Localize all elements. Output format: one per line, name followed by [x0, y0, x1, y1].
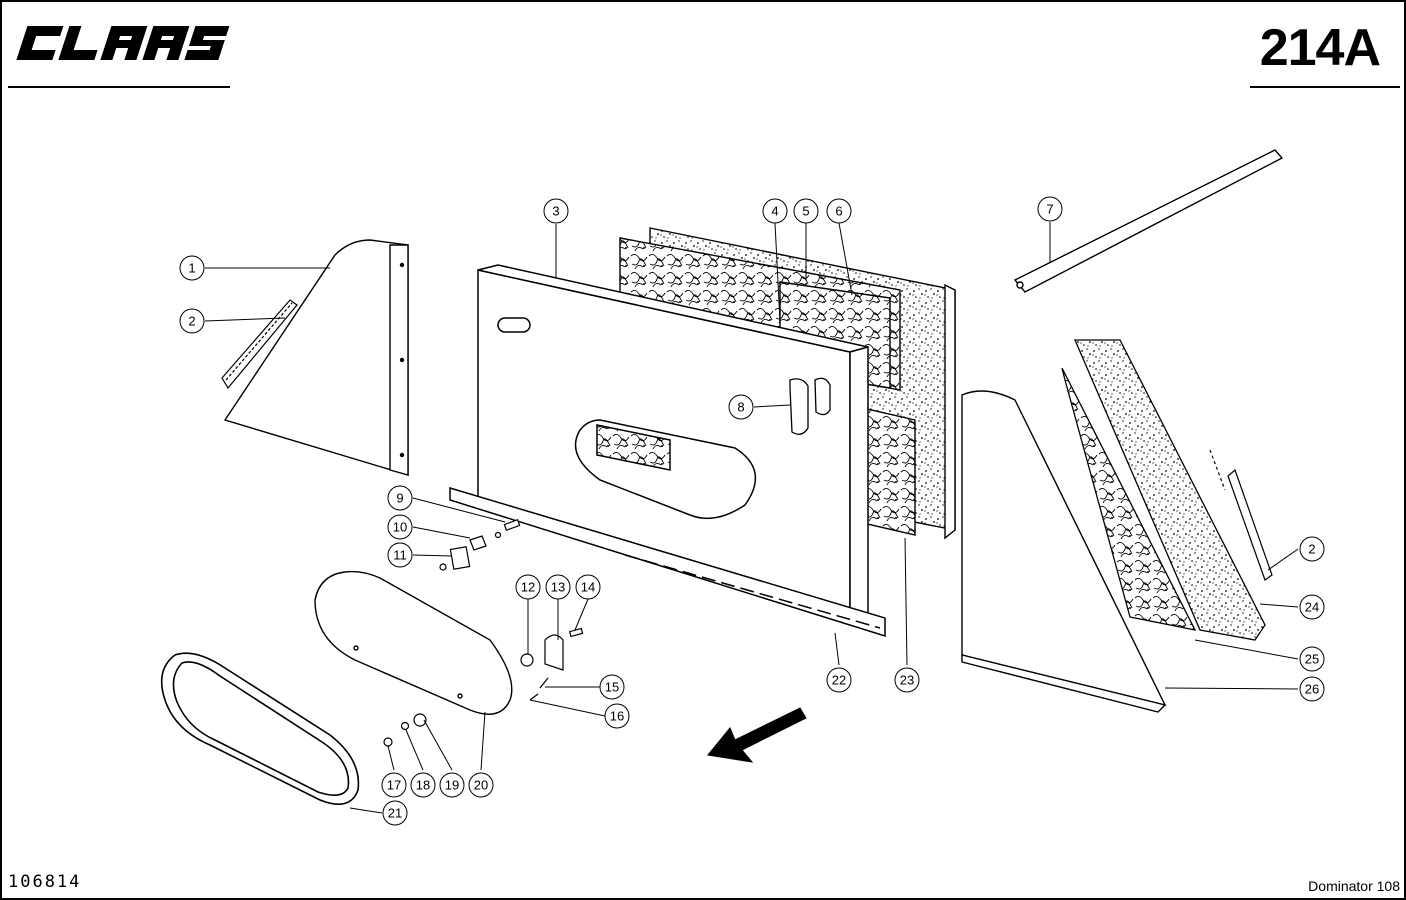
callout-25: 25: [1299, 646, 1325, 672]
svg-text:22: 22: [832, 673, 846, 688]
insulation-right-block: [1074, 339, 1266, 641]
claas-logo: [10, 18, 232, 68]
callout-16: 16: [604, 703, 630, 729]
seal-strip-left: [221, 299, 298, 390]
callout-21: 21: [382, 800, 408, 826]
insulation-right: [1061, 367, 1197, 631]
oval-seal-frame: [160, 652, 360, 806]
callout-12: 12: [515, 574, 541, 600]
svg-text:10: 10: [393, 520, 407, 535]
svg-text:17: 17: [387, 778, 401, 793]
svg-text:20: 20: [474, 778, 488, 793]
callout-4: 4: [762, 198, 788, 224]
svg-text:19: 19: [445, 778, 459, 793]
callout-2-right: 2: [1299, 536, 1325, 562]
callout-1: 1: [179, 255, 205, 281]
callout-26: 26: [1299, 676, 1325, 702]
page-number: 214A: [1259, 19, 1381, 77]
svg-text:9: 9: [396, 491, 403, 506]
svg-text:15: 15: [605, 680, 619, 695]
callout-15: 15: [599, 674, 625, 700]
callout-17: 17: [381, 772, 407, 798]
svg-text:4: 4: [771, 204, 778, 219]
model-name: Dominator 108: [1308, 878, 1400, 894]
svg-text:16: 16: [610, 709, 624, 724]
drawing-number: 106814: [8, 872, 82, 892]
hardware-parts: [383, 519, 584, 747]
page-number-underline: [1250, 86, 1400, 88]
logo-underline: [8, 86, 230, 88]
svg-text:11: 11: [393, 548, 407, 563]
cover-plate: [789, 377, 831, 435]
callout-8: 8: [728, 394, 754, 420]
right-side-panel: [961, 390, 1167, 713]
svg-text:13: 13: [551, 580, 565, 595]
svg-text:7: 7: [1046, 202, 1053, 217]
seal-strip-right: [1209, 449, 1273, 581]
callout-24: 24: [1299, 594, 1325, 620]
callout-11: 11: [387, 542, 413, 568]
left-side-panel: [223, 239, 409, 476]
callout-5: 5: [793, 198, 819, 224]
svg-text:2: 2: [188, 314, 195, 329]
svg-text:18: 18: [416, 778, 430, 793]
callout-9: 9: [387, 485, 413, 511]
svg-text:24: 24: [1305, 600, 1319, 615]
svg-text:8: 8: [737, 400, 744, 415]
oval-cover: [314, 570, 513, 715]
callout-7: 7: [1037, 196, 1063, 222]
callout-19: 19: [439, 772, 465, 798]
direction-arrow: [707, 707, 807, 763]
support-rod: [1013, 149, 1284, 293]
svg-text:14: 14: [581, 580, 595, 595]
main-front-panel: [449, 264, 886, 638]
svg-text:6: 6: [835, 204, 842, 219]
callout-6: 6: [826, 198, 852, 224]
callout-14: 14: [575, 574, 601, 600]
svg-text:23: 23: [900, 673, 914, 688]
callout-3: 3: [543, 198, 569, 224]
svg-text:25: 25: [1305, 652, 1319, 667]
callout-13: 13: [545, 574, 571, 600]
svg-text:26: 26: [1305, 682, 1319, 697]
svg-text:2: 2: [1308, 542, 1315, 557]
svg-text:1: 1: [188, 261, 195, 276]
leader-lines: [204, 222, 1299, 814]
callout-22: 22: [826, 667, 852, 693]
callout-23: 23: [894, 667, 920, 693]
callout-18: 18: [410, 772, 436, 798]
svg-text:21: 21: [388, 806, 402, 821]
svg-text:3: 3: [552, 204, 559, 219]
callout-10: 10: [387, 514, 413, 540]
callout-2-left: 2: [179, 308, 205, 334]
callout-20: 20: [468, 772, 494, 798]
svg-text:5: 5: [802, 204, 809, 219]
svg-text:12: 12: [521, 580, 535, 595]
